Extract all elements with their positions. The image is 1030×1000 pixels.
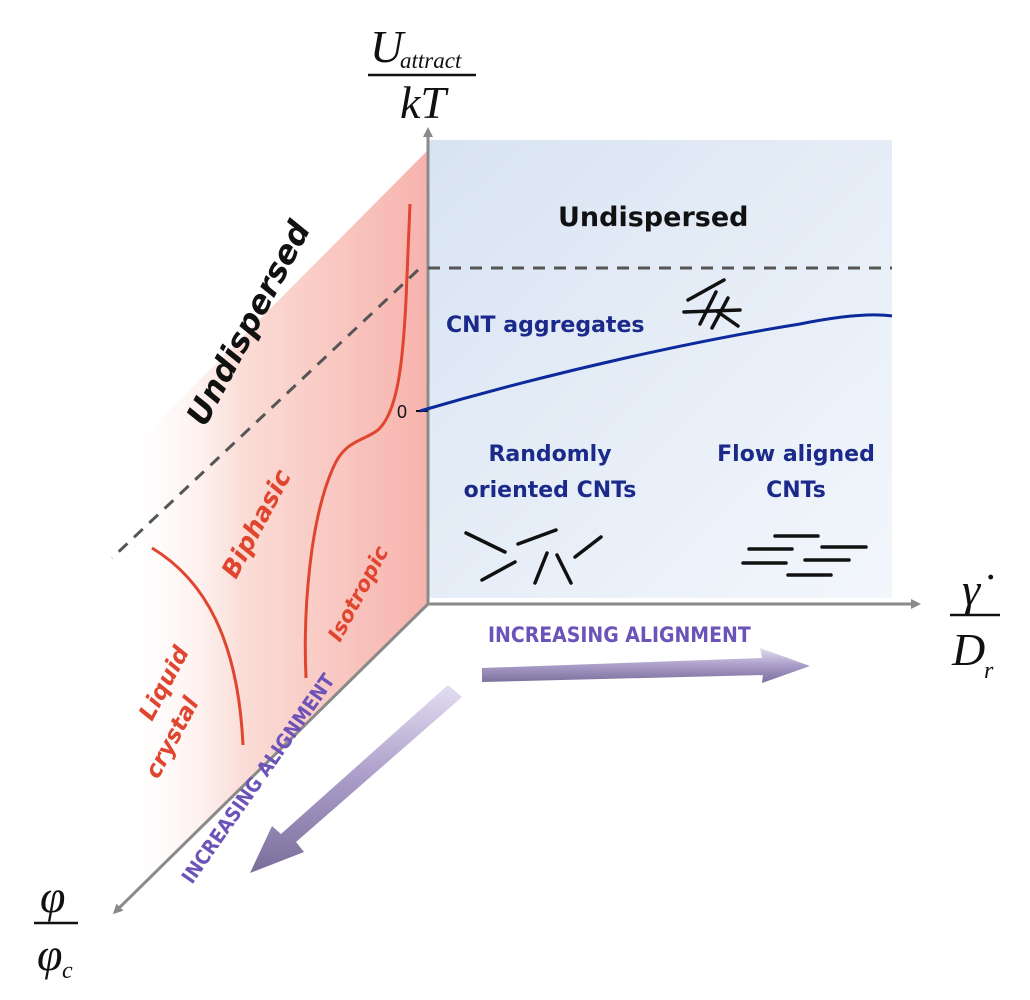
zero-tick-label: 0 (397, 402, 407, 422)
svg-text:U: U (370, 21, 406, 72)
cnt-aggregates-label: CNT aggregates (446, 313, 644, 338)
liquid-crystal-curve (151, 546, 245, 746)
aggregates-curve (419, 313, 893, 413)
aligned-cnt-icon (741, 534, 868, 577)
svg-text:φ: φ (37, 929, 62, 980)
vertical-axis-label: U attract kT (368, 21, 476, 128)
depth-axis-label: φ φ c (34, 871, 78, 984)
alignment-arrow-horizontal (482, 648, 810, 683)
increasing-alignment-horizontal: INCREASING ALIGNMENT (488, 622, 751, 647)
aggregate-icon (682, 278, 742, 330)
horizontal-axis-label: γ̇ D r (950, 564, 1000, 684)
depth-axis (112, 602, 430, 915)
back-plane (428, 140, 892, 598)
svg-text:c: c (62, 958, 73, 984)
undispersed-label: Undispersed (558, 202, 748, 233)
svg-text:γ̇: γ̇ (962, 564, 994, 615)
isotropic-curve (303, 203, 412, 679)
svg-text:attract: attract (400, 48, 462, 73)
side-plane (120, 150, 428, 905)
flow-label-line2: CNTs (766, 478, 826, 503)
svg-text:kT: kT (400, 77, 449, 128)
svg-text:φ: φ (40, 871, 65, 922)
dashed-boundary-side (110, 268, 420, 560)
randomly-label-line2: oriented CNTs (464, 478, 637, 503)
svg-text:r: r (984, 658, 994, 684)
alignment-arrow-diagonal (250, 685, 462, 873)
random-cnt-icon (464, 528, 603, 585)
flow-label-line1: Flow aligned (717, 442, 875, 467)
randomly-label-line1: Randomly (488, 442, 611, 467)
svg-text:D: D (951, 624, 985, 675)
